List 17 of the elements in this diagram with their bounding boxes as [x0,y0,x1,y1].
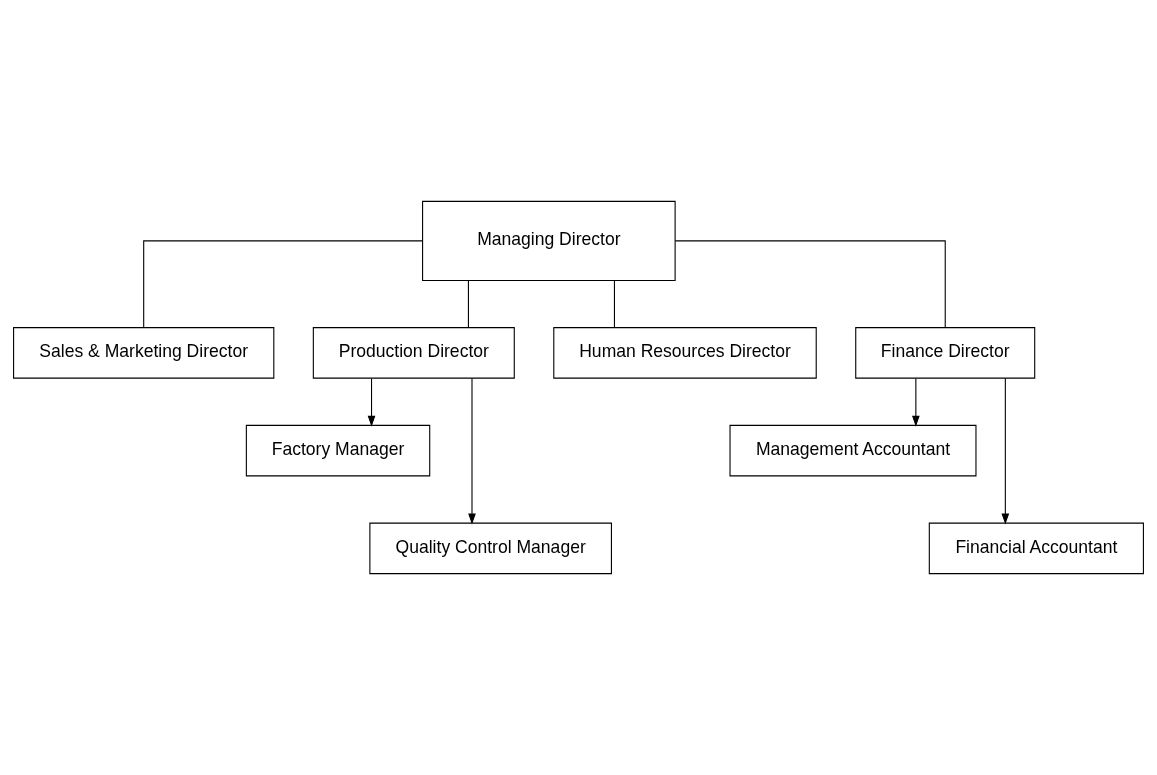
connector [674,240,946,329]
connector [143,240,423,329]
arrow [1001,377,1010,525]
node-box: Managing Director [422,200,676,281]
node-box: Factory Manager [245,424,431,477]
arrow [367,378,376,427]
connector [613,280,615,329]
node-box: Sales & Marketing Director [13,327,275,379]
node-box: Management Accountant [729,424,977,477]
arrow [912,378,920,427]
node-box: Finance Director [855,327,1036,379]
node-box: Production Director [312,327,515,379]
node-box: Financial Accountant [928,522,1144,575]
node-box: Human Resources Director [553,327,817,379]
connector [467,280,469,329]
node-box: Quality Control Manager [369,522,612,575]
arrow [468,377,476,525]
